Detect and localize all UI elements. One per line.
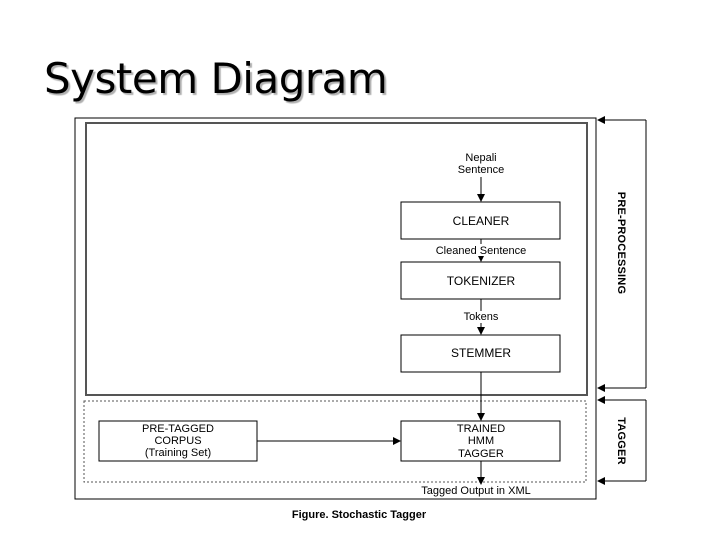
input-label-line2: Sentence (458, 164, 504, 176)
cleaner-label: CLEANER (453, 214, 510, 228)
corpus-label-line1: PRE-TAGGED (142, 423, 214, 435)
tagger-box (400, 420, 561, 462)
cleaner-box (400, 201, 561, 240)
tokens-label: Tokens (464, 311, 499, 323)
tokenizer-box (400, 261, 561, 300)
input-label-line1: Nepali (465, 152, 496, 164)
tagger-label-line2: HMM (468, 435, 494, 447)
corpus-label-line2: CORPUS (154, 435, 201, 447)
stemmer-box (400, 334, 561, 373)
figure-caption: Figure. Stochastic Tagger (292, 509, 427, 521)
tagger-label-line3: TAGGER (458, 448, 504, 460)
tagger-frame (83, 400, 587, 483)
tokens-bg (456, 311, 506, 323)
tagger-label-line1: TRAINED (457, 423, 505, 435)
preprocessing-frame (85, 122, 588, 396)
tokenizer-label: TOKENIZER (447, 274, 516, 288)
corpus-box (98, 420, 258, 462)
slide-title: System Diagram (44, 54, 388, 103)
tagger-side-label: TAGGER (615, 417, 627, 464)
preprocessing-side-label: PRE-PROCESSING (615, 192, 627, 294)
stemmer-label: STEMMER (451, 346, 511, 360)
outer-frame (74, 117, 597, 500)
cleaned-sentence-bg (420, 244, 542, 256)
cleaned-sentence-label: Cleaned Sentence (436, 245, 527, 257)
corpus-label-line3: (Training Set) (145, 447, 211, 459)
output-label: Tagged Output in XML (421, 485, 530, 497)
